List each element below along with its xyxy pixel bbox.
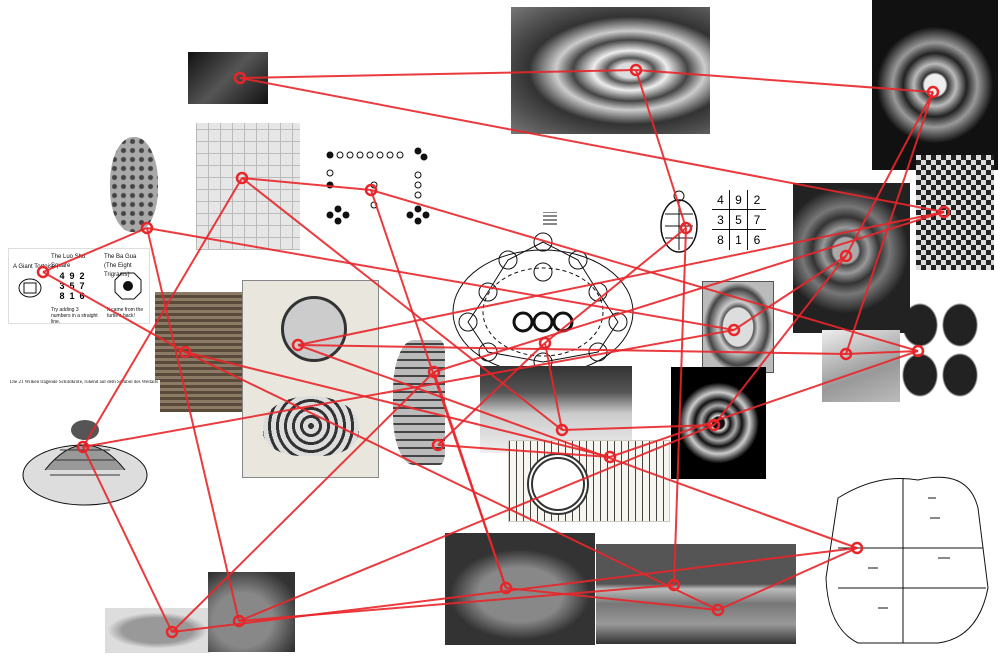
shell-fan-drawing [393, 340, 445, 465]
panel-grid-cell: 9 [69, 271, 75, 281]
shell-bowl-photo [105, 608, 210, 653]
chinese-text-page [508, 440, 670, 522]
panel-grid-cell: 1 [69, 291, 75, 301]
panel-caption-right: It came from the turtle's back! [107, 307, 144, 319]
panel-grid-cell: 3 [59, 281, 65, 291]
engraving-title: Die 21 Wilken tragende Schildkröte, ruhe… [10, 380, 158, 385]
deity-painting [242, 280, 379, 478]
dot-pattern-figure [326, 147, 430, 225]
lo-shu-cell: 5 [730, 210, 748, 230]
checkered-turtle-painting [916, 155, 994, 270]
panel-grid-cell: 6 [79, 291, 85, 301]
luo-shu-info-panel: A Giant Tortoise The Luo Shu Square The … [8, 248, 150, 324]
panel-luo-shu-grid: 4 9 2 3 5 7 8 1 6 [57, 271, 87, 301]
lo-shu-cell: 9 [730, 190, 748, 210]
panel-caption-mid: Try adding 3 numbers in a straight line. [51, 307, 98, 324]
painting-with-animals [596, 544, 796, 644]
stone-shell-photo [208, 572, 295, 652]
turtle-shell-photo [445, 533, 595, 645]
panel-grid-cell: 8 [59, 291, 65, 301]
lo-shu-square: 4 9 2 3 5 7 8 1 6 [712, 190, 772, 256]
thangka-painting [793, 183, 910, 333]
bagua-octagon [114, 272, 142, 300]
map-fragment-image [196, 123, 300, 250]
lo-shu-cell: 7 [748, 210, 766, 230]
turtle-sculpture-photo [822, 330, 900, 402]
mandala-painting [872, 0, 998, 170]
lo-shu-cell: 3 [712, 210, 730, 230]
lo-shu-cell: 2 [748, 190, 766, 210]
panel-title-mid: The Luo Shu Square [51, 254, 86, 269]
oracle-shell-drawing [818, 468, 998, 648]
engraving-turtle [22, 420, 148, 506]
connection-line [146, 227, 240, 622]
panel-grid-cell: 7 [79, 281, 85, 291]
wooden-shell-photo [155, 292, 242, 412]
turtle-cosmos-engraving: Die 21 Wilken tragende Schildkröte, ruhe… [10, 380, 160, 515]
central-circle-diagram [452, 212, 634, 375]
tortoise-sketch [18, 278, 42, 298]
lo-shu-cell: 1 [730, 230, 748, 250]
cymatics-circle-photo [671, 367, 766, 479]
panel-grid-cell: 2 [79, 271, 85, 281]
crystal-photo [188, 52, 268, 104]
panel-grid-cell: 4 [59, 271, 65, 281]
lo-shu-cell: 6 [753, 233, 761, 247]
turtle-outline-drawing [660, 190, 698, 253]
shell-patterns-grid [900, 300, 980, 400]
panel-title-left: A Giant Tortoise [13, 264, 56, 270]
oracle-shell-outline [825, 476, 989, 644]
panel-grid-cell: 5 [69, 281, 75, 291]
ornate-turtle-drawing [702, 281, 774, 373]
lo-shu-cell: 8 [712, 230, 730, 250]
cymatics-plate-photo [511, 7, 710, 134]
turtle-shell-drawing [110, 137, 158, 232]
lo-shu-cell: 4 [712, 190, 730, 210]
